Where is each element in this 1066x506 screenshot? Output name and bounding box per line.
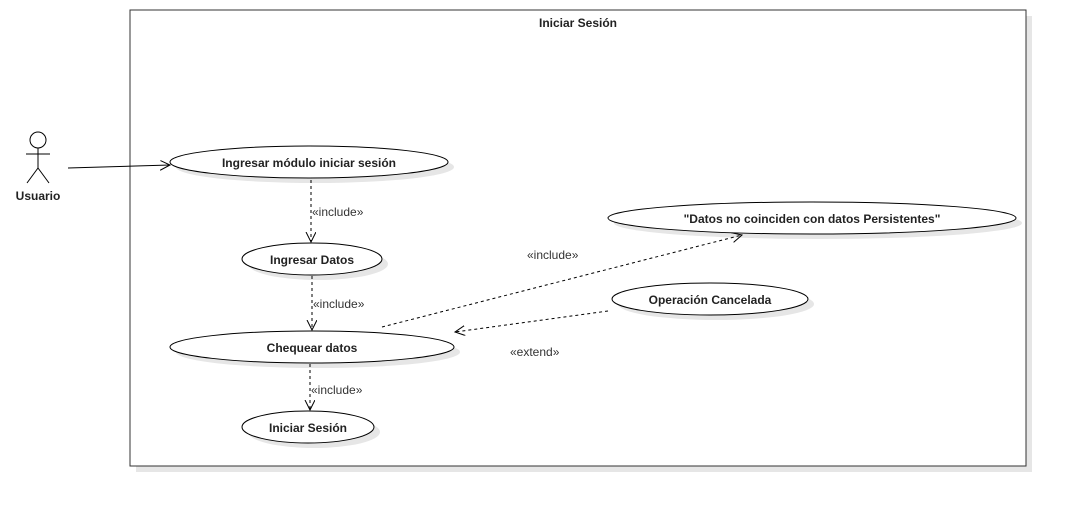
- use-case-label: Chequear datos: [267, 341, 358, 355]
- use-case-label: Iniciar Sesión: [269, 421, 347, 435]
- include-label-3: «include»: [311, 383, 363, 397]
- include-label-4: «include»: [527, 248, 579, 262]
- use-case-datos-no-coinciden[interactable]: "Datos no coinciden con datos Persistent…: [607, 201, 1022, 239]
- extend-label-1: «extend»: [510, 345, 560, 359]
- use-case-label: "Datos no coinciden con datos Persistent…: [684, 212, 941, 226]
- include-label-1: «include»: [312, 205, 364, 219]
- extend-arrow-1: [455, 310, 609, 332]
- use-case-ingresar-modulo[interactable]: Ingresar módulo iniciar sesión: [169, 145, 454, 183]
- association-actor-ingresar-modulo: [67, 165, 170, 168]
- actor-head: [29, 131, 47, 149]
- actor-usuario[interactable]: Usuario: [16, 131, 61, 203]
- use-case-chequear-datos[interactable]: Chequear datos: [169, 330, 460, 368]
- include-arrow-4: [381, 235, 742, 328]
- use-case-operacion-cancelada[interactable]: Operación Cancelada: [611, 282, 814, 320]
- use-case-label: Ingresar Datos: [270, 253, 354, 267]
- actor-right-leg: [37, 167, 50, 184]
- use-case-iniciar-sesion[interactable]: Iniciar Sesión: [241, 410, 380, 448]
- use-case-label: Operación Cancelada: [649, 293, 772, 307]
- actor-left-leg: [26, 167, 39, 184]
- system-title: Iniciar Sesión: [539, 16, 617, 30]
- actor-label: Usuario: [16, 189, 61, 203]
- include-label-2: «include»: [313, 297, 365, 311]
- use-case-label: Ingresar módulo iniciar sesión: [222, 156, 396, 170]
- system-boundary: Iniciar Sesión: [129, 9, 1032, 472]
- use-case-ingresar-datos[interactable]: Ingresar Datos: [241, 242, 388, 280]
